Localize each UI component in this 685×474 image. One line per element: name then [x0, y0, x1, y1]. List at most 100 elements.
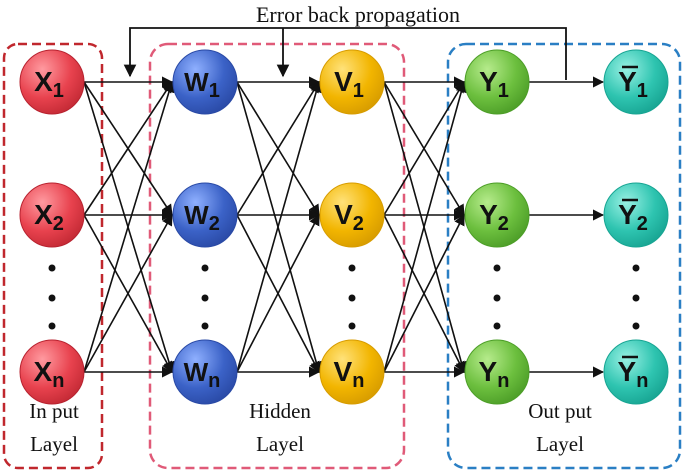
y-node-label: Y2: [479, 199, 509, 235]
x-node-n: Xn: [19, 339, 85, 405]
v-ellipsis-dot-0: [348, 264, 356, 272]
y-node-subscript: 2: [498, 213, 509, 235]
v-ellipsis-dot-2: [348, 322, 356, 330]
x-node-circle: [19, 339, 85, 405]
x-node-circle: [19, 182, 85, 248]
y-node-circle: [464, 182, 530, 248]
x-node-label: Xn: [34, 356, 65, 392]
ybar-node-label: Yn: [618, 356, 649, 392]
ybar-ellipsis-dot-2: [632, 322, 640, 330]
diagram-title: Error back propagation: [256, 2, 460, 27]
v-node-1: V1: [319, 49, 385, 115]
x-node-label: X2: [34, 199, 64, 235]
y-node-circle: [464, 49, 530, 115]
ybar-node-circle: [603, 339, 669, 405]
hidden-layer-label-line2: Layel: [256, 432, 304, 456]
output-layer-label-line2: Layel: [536, 432, 584, 456]
v-node-label: Vn: [334, 356, 365, 392]
v-node-letter: V: [334, 356, 353, 387]
x-node-letter: X: [34, 66, 53, 97]
ybar-node-n: Yn: [603, 339, 669, 405]
ybar-node-subscript: n: [636, 370, 648, 392]
y-node-letter: Y: [479, 356, 498, 387]
v-node-circle: [319, 339, 385, 405]
v-node-subscript: 1: [353, 80, 364, 102]
w-node-circle: [172, 49, 238, 115]
x-node-1: X1: [19, 49, 85, 115]
v-node-circle: [319, 182, 385, 248]
v-y-edge-1-0: [383, 81, 465, 216]
output-layer-label-line1: Out put: [528, 399, 592, 423]
x-node-2: X2: [19, 182, 85, 248]
ybar-node-2: Y2: [603, 182, 669, 248]
input-layer-label-line2: Layel: [30, 432, 78, 456]
y-node-letter: Y: [479, 66, 498, 97]
v-node-label: V1: [334, 66, 364, 102]
ybar-node-subscript: 2: [637, 213, 648, 235]
x-w-edge-2-0: [83, 80, 175, 373]
w-node-letter: W: [184, 357, 209, 387]
y-ellipsis-dot-0: [493, 264, 501, 272]
x-ellipsis-dot-2: [48, 322, 56, 330]
ybar-node-subscript: 1: [637, 80, 648, 102]
v-y-edge-2-0: [383, 80, 467, 373]
x-node-subscript: 1: [53, 80, 64, 102]
v-node-subscript: n: [352, 370, 364, 392]
ybar-node-circle: [603, 182, 669, 248]
ybar-ellipsis-dot-0: [632, 264, 640, 272]
w-node-letter: W: [184, 200, 209, 230]
y-node-n: Yn: [464, 339, 530, 405]
w-ellipsis-dot-2: [201, 322, 209, 330]
ybar-node-circle: [603, 49, 669, 115]
w-ellipsis-dot-0: [201, 264, 209, 272]
y-node-subscript: 1: [498, 80, 509, 102]
ybar-node-label: Y2: [618, 199, 648, 235]
v-node-circle: [319, 49, 385, 115]
y-node-letter: Y: [479, 199, 498, 230]
w-v-edge-1-0: [236, 81, 320, 216]
ybar-node-1: Y1: [603, 49, 669, 115]
y-node-subscript: n: [497, 370, 509, 392]
y-node-2: Y2: [464, 182, 530, 248]
x-node-subscript: n: [52, 370, 64, 392]
x-node-label: X1: [34, 66, 64, 102]
w-node-circle: [172, 339, 238, 405]
y-node-label: Y1: [479, 66, 509, 102]
x-w-edge-1-0: [83, 81, 173, 216]
w-node-1: W1: [172, 49, 238, 115]
y-node-label: Yn: [479, 356, 510, 392]
y-node-circle: [464, 339, 530, 405]
back-propagation-path: [123, 27, 567, 80]
w-ellipsis-dot-1: [201, 294, 209, 302]
v-node-2: V2: [319, 182, 385, 248]
w-node-n: Wn: [172, 339, 238, 405]
hidden-layer-label-line1: Hidden: [249, 399, 311, 423]
v-node-letter: V: [334, 199, 353, 230]
y-ellipsis-dot-1: [493, 294, 501, 302]
x-node-subscript: 2: [53, 213, 64, 235]
w-node-label: W2: [184, 200, 220, 235]
x-node-circle: [19, 49, 85, 115]
ybar-node-label: Y1: [618, 66, 648, 102]
w-node-subscript: 1: [209, 80, 220, 102]
x-w-edge-2-1: [83, 214, 173, 373]
v-node-subscript: 2: [353, 213, 364, 235]
v-node-label: V2: [334, 199, 364, 235]
y-ellipsis-dot-2: [493, 322, 501, 330]
w-node-subscript: n: [208, 370, 220, 392]
input-layer-box: [2, 42, 104, 470]
w-node-label: Wn: [184, 357, 221, 392]
v-y-edge-2-1: [383, 214, 465, 373]
x-ellipsis-dot-0: [48, 264, 56, 272]
w-v-edge-2-1: [236, 214, 320, 373]
connection-lines: [83, 76, 605, 378]
w-v-edge-2-0: [236, 80, 322, 373]
w-node-label: W1: [184, 67, 220, 102]
ybar-node-letter: Y: [618, 199, 637, 230]
input-layer-label-line1: In put: [29, 399, 79, 423]
w-node-letter: W: [184, 67, 209, 97]
ybar-node-letter: Y: [618, 356, 637, 387]
v-node-n: Vn: [319, 339, 385, 405]
